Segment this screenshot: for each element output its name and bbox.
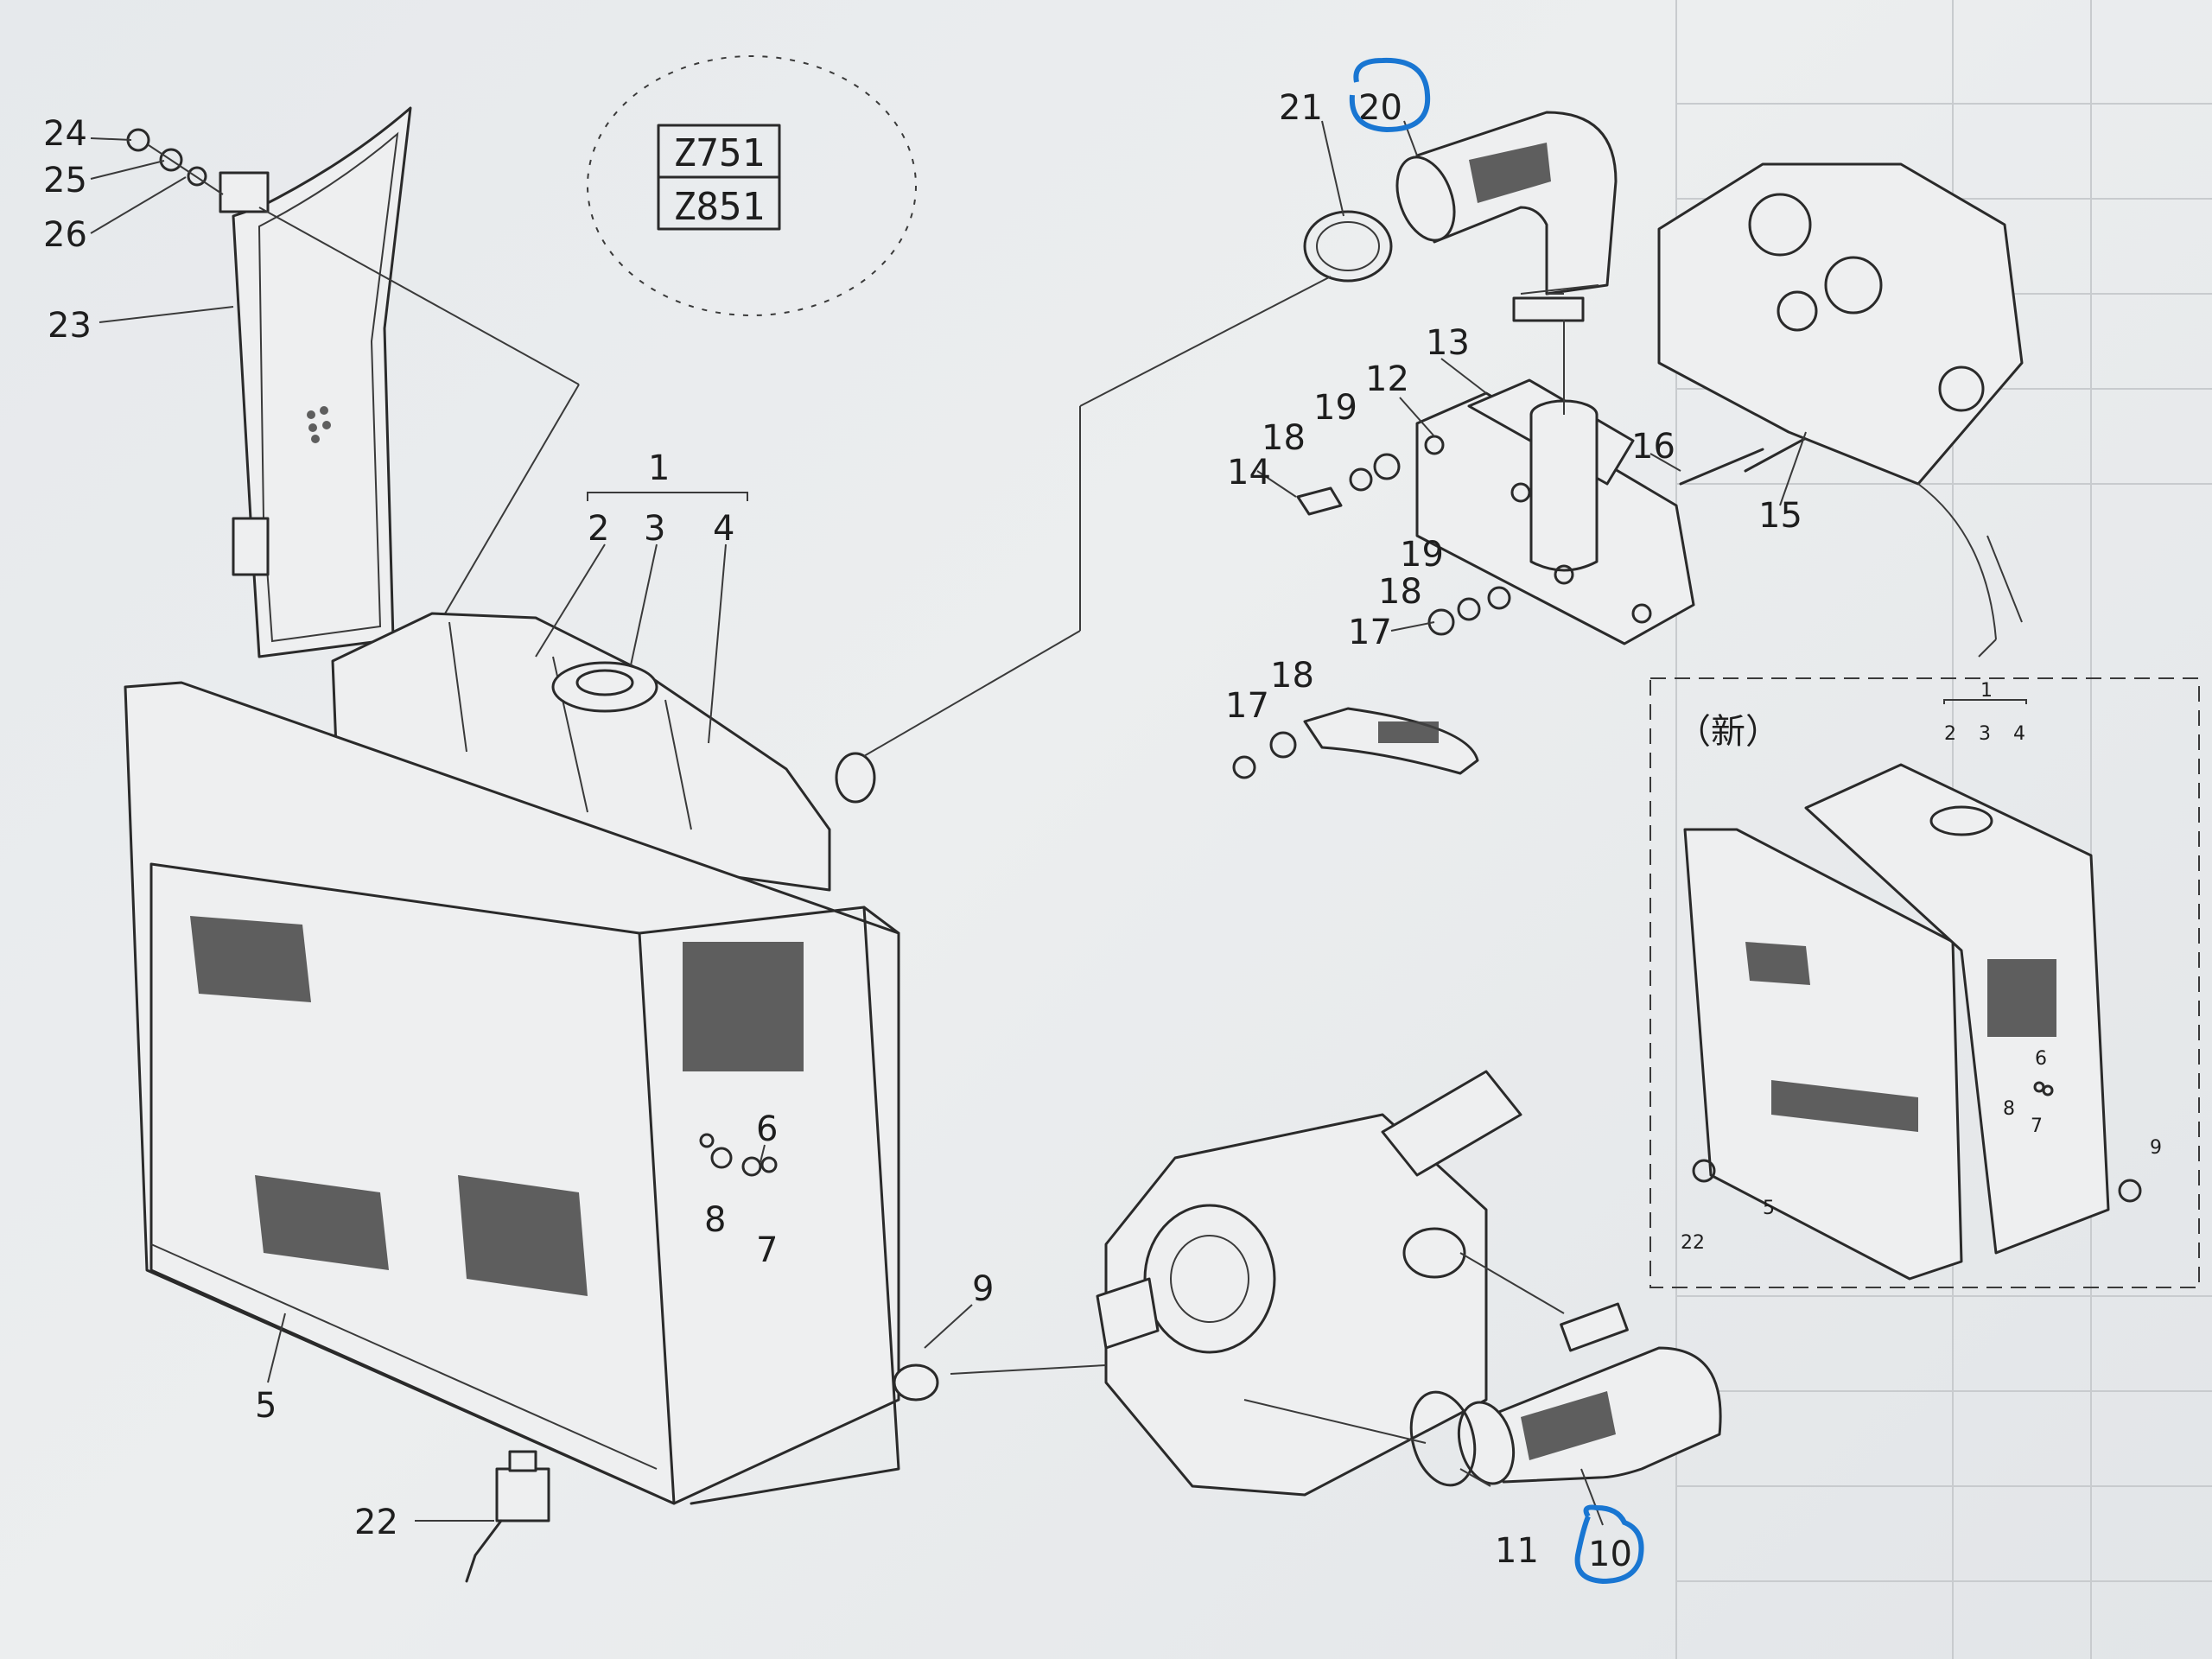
inset-callout-5: 5 (1763, 1198, 1775, 1219)
callout-11: 11 (1495, 1531, 1539, 1571)
callout-19b: 19 (1400, 535, 1444, 575)
highlight-circle-10 (1574, 1504, 1644, 1585)
callout-labels: 24 25 26 23 1 2 3 4 5 6 7 8 9 22 21 20 1… (43, 88, 1802, 1574)
callout-15: 15 (1758, 496, 1802, 536)
callout-23: 23 (48, 306, 92, 346)
callout-8: 8 (704, 1200, 726, 1240)
callout-17b: 17 (1225, 686, 1269, 726)
callout-21: 21 (1279, 88, 1323, 128)
callout-6: 6 (756, 1109, 778, 1149)
callout-10: 10 (1588, 1535, 1632, 1574)
inset-callout-1: 1 (1980, 680, 1993, 702)
water-pump-housing (1096, 1070, 1522, 1497)
callout-1: 1 (648, 448, 670, 488)
water-outlet-flange (1415, 320, 1695, 645)
highlight-marks (1349, 57, 1644, 1585)
inset-callout-9: 9 (2150, 1137, 2162, 1159)
inset-callout-4: 4 (2013, 723, 2025, 745)
callout-16: 16 (1631, 427, 1675, 467)
callout-26: 26 (43, 215, 87, 255)
model-code-1: Z751 (673, 131, 765, 175)
callout-leader-lines (90, 120, 1807, 1526)
inset-callout-8: 8 (2003, 1098, 2015, 1120)
new-type-inset: （新） (1649, 677, 2200, 1288)
callout-3: 3 (644, 509, 665, 549)
callout-2: 2 (588, 509, 609, 549)
lower-radiator-hose-10 (950, 1252, 1722, 1487)
callout-24: 24 (43, 114, 87, 154)
callout-5: 5 (255, 1386, 276, 1426)
callout-13: 13 (1426, 323, 1470, 363)
upper-radiator-hose-20 (863, 111, 1618, 757)
callout-4: 4 (713, 509, 734, 549)
inset-callout-labels: 1 2 3 4 5 6 7 8 9 22 (1681, 680, 2162, 1254)
callout-14: 14 (1227, 453, 1271, 493)
model-code-2: Z851 (673, 185, 765, 229)
fan-shroud-part-23 (219, 106, 580, 666)
callout-19a: 19 (1313, 388, 1357, 428)
callout-9: 9 (972, 1269, 994, 1309)
callout-20: 20 (1358, 88, 1402, 128)
callout-17a: 17 (1348, 613, 1392, 652)
inset-callout-6: 6 (2035, 1048, 2047, 1070)
inset-callout-3: 3 (1979, 723, 1991, 745)
callout-22: 22 (354, 1503, 398, 1542)
inset-title: （新） (1676, 712, 1780, 752)
callout-18a: 18 (1262, 418, 1306, 458)
callout-7: 7 (756, 1230, 778, 1270)
callout-12: 12 (1365, 359, 1409, 399)
model-code-box: Z751 Z851 (587, 55, 917, 316)
callout-18c: 18 (1270, 656, 1314, 696)
shroud-bolts (126, 128, 224, 195)
flange-bolts (1232, 453, 1511, 779)
inset-callout-7: 7 (2031, 1116, 2043, 1137)
inset-callout-22: 22 (1681, 1232, 1705, 1254)
callout-18b: 18 (1378, 572, 1422, 612)
callout-25: 25 (43, 161, 87, 200)
engine-head (1657, 162, 2024, 658)
inset-callout-2: 2 (1944, 723, 1956, 745)
radiator-assembly (124, 612, 939, 1583)
highlight-circle-20 (1349, 57, 1431, 133)
